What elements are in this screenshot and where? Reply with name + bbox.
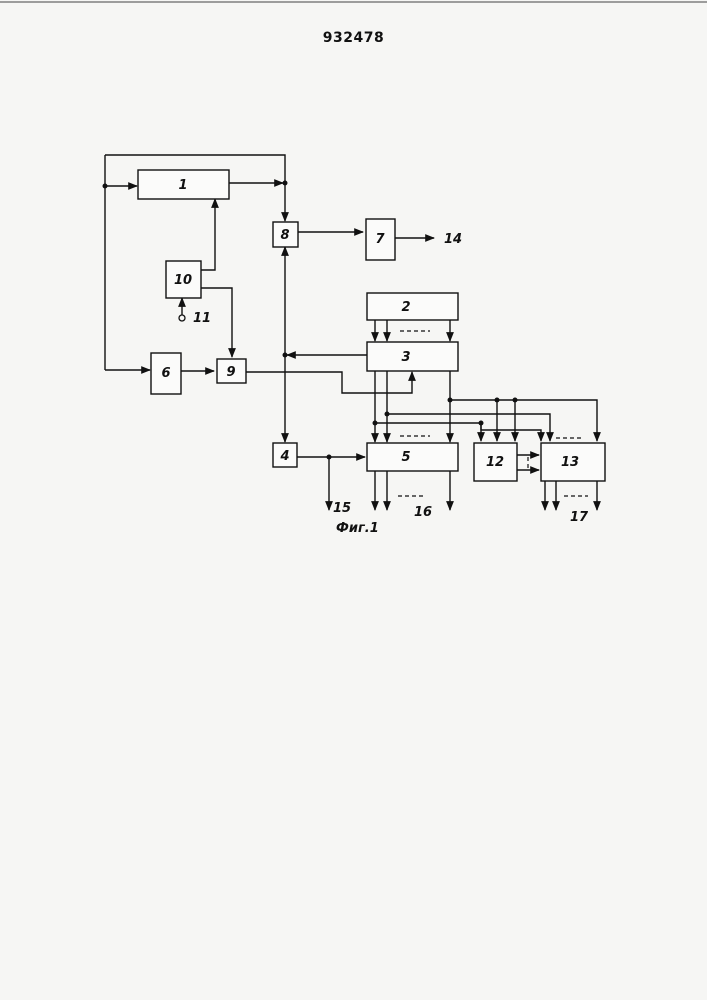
terminal-15-label: 15 [333,501,351,516]
block-9: 9 [217,359,246,383]
block-2: 2 [367,293,458,320]
block-12-label: 12 [486,455,504,470]
block-8-label: 8 [280,228,289,243]
block-7-label: 7 [375,232,385,247]
figure-caption: Фиг.1 [336,521,379,536]
block-7: 7 [366,219,395,260]
wire-tap-12-a [375,423,481,441]
block-12: 12 [474,443,517,481]
wire-tap-13-c [481,423,541,441]
terminal-14-label: 14 [444,232,462,247]
wire-tap-13-b [450,400,597,441]
block-3-label: 3 [401,350,410,365]
block-10-label: 10 [174,273,192,288]
block-5-label: 5 [401,450,410,465]
wire-tap-13-a [387,414,550,441]
block-6-label: 6 [161,366,170,381]
block-1-label: 1 [178,178,187,193]
wire-10-to-1 [201,199,215,270]
block-13-label: 13 [561,455,579,470]
terminal-11-dot [179,315,185,321]
connection-lines [103,155,598,510]
block-5: 5 [367,443,458,471]
block-4: 4 [273,443,297,467]
block-9-label: 9 [226,365,235,380]
terminal-17-label: 17 [570,510,589,525]
block-1: 1 [138,170,229,199]
block-6: 6 [151,353,181,394]
block-3: 3 [367,342,458,371]
block-4-label: 4 [279,449,289,464]
terminal-16-label: 16 [414,505,432,520]
block-8: 8 [273,222,298,247]
block-10: 10 [166,261,201,298]
terminal-11-label: 11 [193,311,211,326]
block-13: 13 [541,443,605,481]
block-2-label: 2 [401,300,410,315]
